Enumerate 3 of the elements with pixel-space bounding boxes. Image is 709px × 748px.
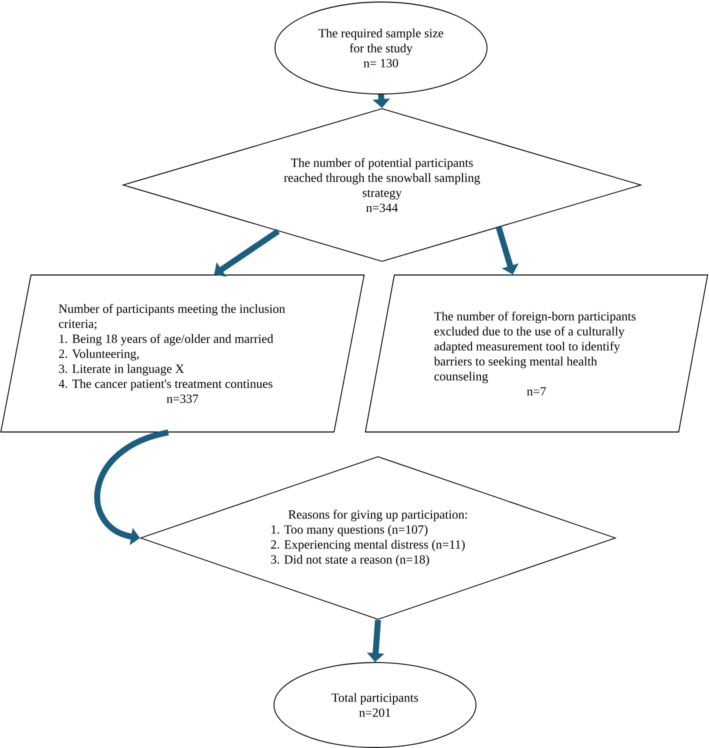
arrow <box>214 228 280 277</box>
data-parallelogram: The number of foreign-born participants excluded due to the use of a culturally adapted measurement tool to identify barriers to seeking mental health counseling n=7 <box>364 274 708 432</box>
data-parallelogram: Number of participants meeting the inclusion criteria; 1. Being 18 years of age/older and married 2. Volunteering, 3. Literate in language X 4. The cancer patient's treatment continues n=337 <box>0 274 365 432</box>
